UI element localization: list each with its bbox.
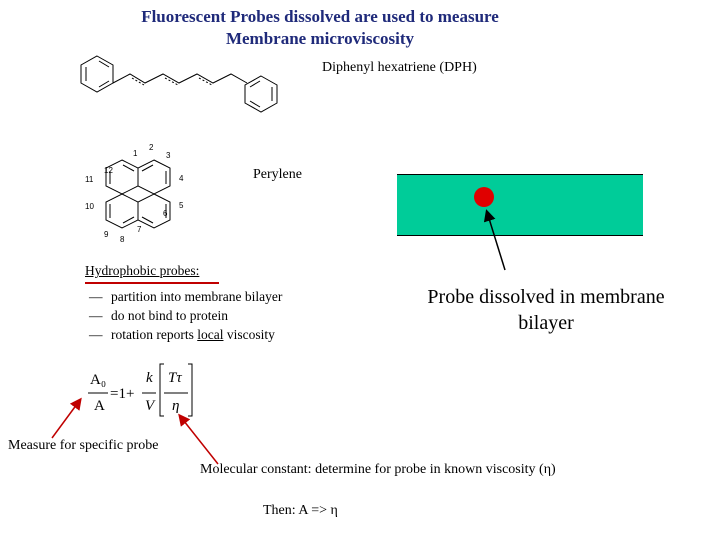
hydrophobic-list: —partition into membrane bilayer —do not…	[89, 287, 282, 344]
perrin-equation: A₀ A =1+ k V Tτ η	[88, 363, 193, 417]
measure-arrow	[51, 397, 82, 439]
molecular-arrow	[178, 413, 219, 465]
list-item: —do not bind to protein	[89, 308, 228, 323]
perylene-number-12: 12	[104, 166, 113, 175]
hydrophobic-underline	[85, 282, 219, 284]
dph-structure	[80, 55, 278, 113]
slide-title: Fluorescent Probes dissolved are used to…	[60, 6, 580, 50]
perylene-number-6: 6	[163, 209, 168, 218]
hydrophobic-title: Hydrophobic probes:	[85, 263, 200, 278]
list-item: —rotation reports local viscosity	[89, 327, 275, 342]
dph-label: Diphenyl hexatriene (DPH)	[322, 60, 477, 75]
membrane-bilayer	[397, 174, 643, 236]
perylene-number-5: 5	[179, 201, 184, 210]
eq-v: V	[145, 398, 156, 414]
probe-arrow	[483, 209, 506, 271]
perylene-number-9: 9	[104, 230, 109, 239]
perylene-number-8: 8	[120, 235, 125, 244]
perylene-structure: 1 2 3 4 5 6 7 8 9 10 11 12	[85, 143, 184, 244]
then-label: Then: A => η	[263, 503, 338, 518]
eq-t-tau: Tτ	[168, 370, 182, 386]
eq-a0: A₀	[90, 372, 106, 388]
perylene-number-2: 2	[149, 143, 154, 152]
probe-diagram	[474, 187, 506, 271]
probe-dissolved-text: Probe dissolved in membrane bilayer	[427, 286, 665, 334]
perylene-number-10: 10	[85, 202, 94, 211]
perylene-number-1: 1	[133, 149, 138, 158]
perylene-number-7: 7	[137, 225, 142, 234]
perylene-label: Perylene	[253, 167, 302, 182]
probe-dot	[474, 187, 494, 207]
title-line-1: Fluorescent Probes dissolved are used to…	[141, 7, 499, 26]
eq-equals-one-plus: =1+	[110, 386, 134, 402]
list-item: —partition into membrane bilayer	[89, 289, 283, 304]
eq-k: k	[146, 370, 153, 386]
perylene-number-11: 11	[85, 175, 94, 184]
measure-label: Measure for specific probe	[8, 438, 159, 453]
eq-a: A	[94, 398, 105, 414]
title-line-2: Membrane microviscosity	[225, 29, 415, 48]
eq-eta: η	[172, 398, 179, 414]
molecular-label: Molecular constant: determine for probe …	[200, 462, 556, 477]
perylene-number-3: 3	[166, 151, 171, 160]
perylene-number-4: 4	[179, 174, 184, 183]
annotation-arrows	[51, 397, 219, 465]
